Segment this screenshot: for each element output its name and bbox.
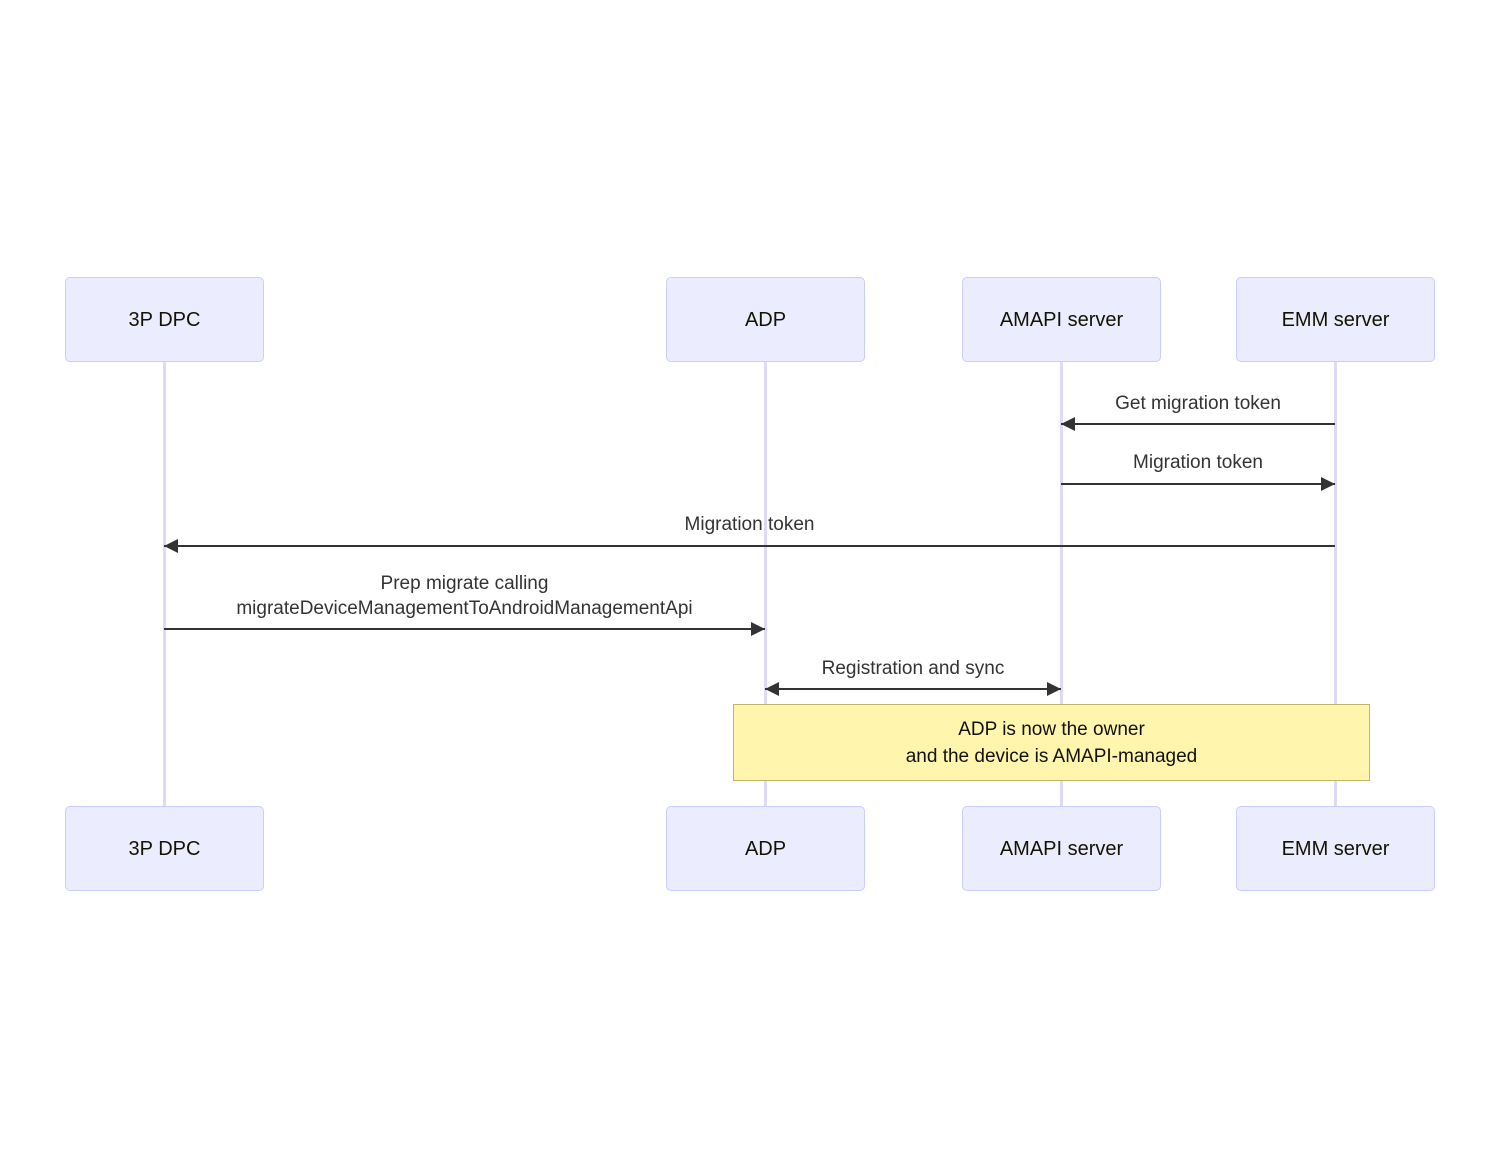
- arrowhead-right: [1321, 477, 1335, 491]
- message-line: [164, 628, 765, 630]
- participant-emm-bottom[interactable]: EMM server: [1236, 806, 1435, 891]
- participant-label: AMAPI server: [999, 837, 1124, 860]
- lifeline-emm: [1334, 362, 1337, 806]
- message-label: Prep migrate calling migrateDeviceManage…: [236, 573, 693, 619]
- note-box: ADP is now the owner and the device is A…: [733, 704, 1370, 781]
- participant-dpc-top[interactable]: 3P DPC: [65, 277, 264, 362]
- participant-amapi-top[interactable]: AMAPI server: [962, 277, 1161, 362]
- participant-adp-bottom[interactable]: ADP: [666, 806, 865, 891]
- lifeline-adp: [764, 362, 767, 806]
- arrowhead-left: [765, 682, 779, 696]
- participant-label: EMM server: [1281, 837, 1390, 860]
- arrowhead-left: [1061, 417, 1075, 431]
- arrowhead-right: [1047, 682, 1061, 696]
- message-label: Migration token: [684, 514, 815, 535]
- lifeline-dpc: [163, 362, 166, 806]
- participant-adp-top[interactable]: ADP: [666, 277, 865, 362]
- message-line: [765, 688, 1061, 690]
- lifeline-amapi: [1060, 362, 1063, 806]
- arrowhead-right: [751, 622, 765, 636]
- arrowhead-left: [164, 539, 178, 553]
- participant-label: 3P DPC: [128, 837, 201, 860]
- participant-label: 3P DPC: [128, 308, 201, 331]
- participant-label: ADP: [744, 837, 787, 860]
- message-line: [164, 545, 1335, 547]
- message-label: Migration token: [1133, 452, 1263, 473]
- participant-label: ADP: [744, 308, 787, 331]
- participant-label: EMM server: [1281, 308, 1390, 331]
- participant-label: AMAPI server: [999, 308, 1124, 331]
- message-line: [1061, 423, 1335, 425]
- message-label: Get migration token: [1115, 393, 1281, 414]
- message-line: [1061, 483, 1335, 485]
- participant-amapi-bottom[interactable]: AMAPI server: [962, 806, 1161, 891]
- message-label: Registration and sync: [821, 658, 1005, 679]
- note-text: ADP is now the owner and the device is A…: [905, 718, 1198, 767]
- participant-dpc-bottom[interactable]: 3P DPC: [65, 806, 264, 891]
- participant-emm-top[interactable]: EMM server: [1236, 277, 1435, 362]
